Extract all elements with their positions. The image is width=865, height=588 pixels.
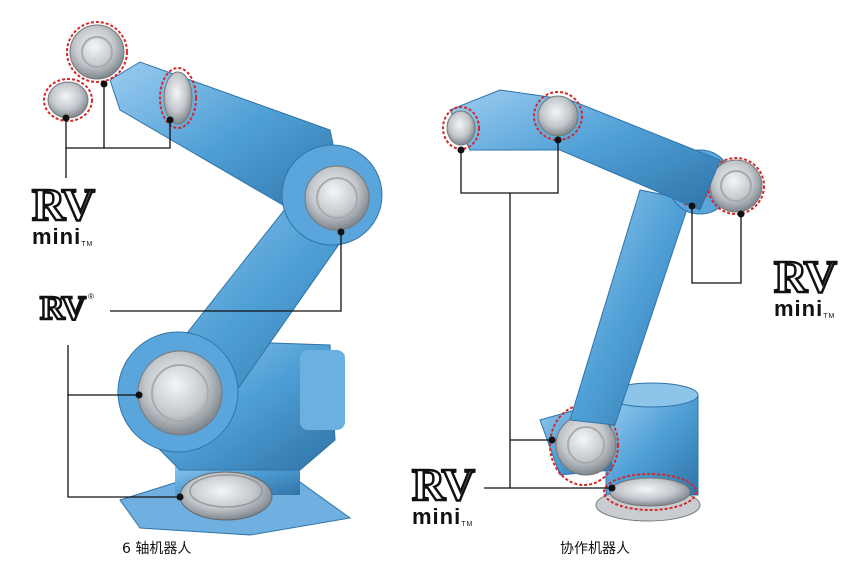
rv-logo-text: RV: [39, 290, 87, 327]
rv-logo-text: RV: [31, 179, 96, 230]
trademark-mark: TM: [823, 313, 836, 320]
wrist-reducer: [163, 71, 193, 125]
mini-logo-text: mini: [412, 504, 462, 529]
rv-logo-text: RV: [411, 459, 476, 510]
collaborative-robot: [442, 89, 765, 522]
cobot-wrist-reducer-2: [446, 110, 476, 146]
rv-mini-logo-right: RV miniTM: [773, 251, 838, 321]
trademark-mark: TM: [461, 521, 474, 528]
registered-mark: ®: [88, 292, 94, 301]
callout-lines-left: [65, 84, 342, 498]
caption-six-axis-robot: 6 轴机器人: [122, 541, 192, 557]
head-reducer-bottom: [47, 81, 89, 119]
cobot-wrist-reducer-1: [537, 95, 579, 137]
rv-logo-text: RV: [773, 251, 838, 302]
rv-mini-logo-left: RV miniTM: [31, 179, 96, 249]
head-reducer-top: [69, 24, 125, 80]
j3-reducer: [304, 165, 370, 231]
cobot-base-reducer: [609, 477, 691, 507]
cobot-elbow-reducer: [709, 159, 763, 213]
mini-logo-text: mini: [774, 296, 824, 321]
callout-lines-right: [460, 140, 742, 489]
cobot-upper-arm: [449, 89, 721, 211]
six-axis-robot: [43, 21, 383, 536]
mini-logo-text: mini: [32, 224, 82, 249]
trademark-mark: TM: [81, 241, 94, 248]
base-reducer: [179, 471, 273, 521]
rv-logo-left: RV ®: [39, 290, 94, 327]
j2-reducer: [137, 350, 223, 436]
rv-mini-logo-bottom: RV miniTM: [411, 459, 476, 529]
caption-collaborative-robot: 协作机器人: [560, 541, 630, 557]
